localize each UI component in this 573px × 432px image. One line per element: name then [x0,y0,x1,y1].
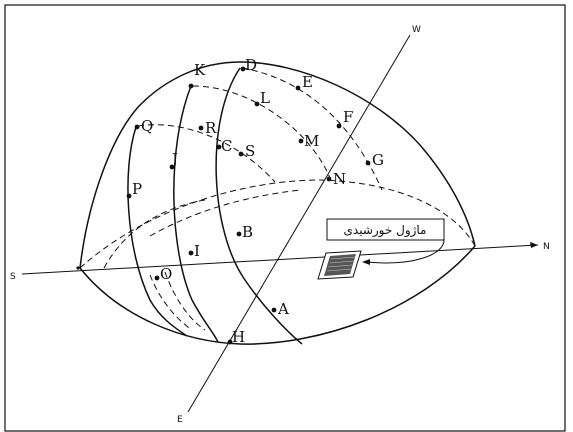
label-b: B [242,223,253,241]
point-c [216,144,222,150]
label-h: H [232,328,245,346]
point-n [326,176,332,182]
point-r [198,125,204,131]
label-d: D [245,56,257,74]
direction-east: E [177,415,183,425]
label-l: L [260,89,270,107]
label-q: Q [141,117,153,135]
point-m [298,138,304,144]
label-k: K [194,61,206,79]
arc-d-path [215,67,303,345]
direction-north: N [543,242,550,252]
label-m: M [304,132,319,150]
solar-module-icon [317,250,362,280]
horizon-point-south [76,266,80,270]
label-n: N [333,170,346,188]
point-k [188,83,194,89]
direction-west: W [412,25,421,35]
point-j [169,164,175,170]
module-label: ماژول خورشیدی [344,223,427,238]
point-b [236,231,242,237]
arc-lower-dashed [164,271,206,331]
horizon-back [79,179,476,269]
module-pointer-arrowhead [362,259,370,265]
point-l [254,101,260,107]
south-north-axis [21,244,539,275]
label-r: R [205,119,217,137]
module-pointer-line [367,237,445,264]
label-j: J [170,150,178,168]
point-i [188,250,194,256]
label-p: P [132,180,142,198]
arc-b-dashed [149,189,301,237]
label-c: C [221,137,232,155]
label-f: F [343,108,353,126]
label-g: G [372,151,384,169]
point-a [271,307,277,313]
point-o [154,275,160,281]
label-e: E [302,73,313,91]
frame-border [4,4,566,432]
arc-q-path [127,126,188,337]
point-h [227,339,233,345]
point-e [295,85,301,91]
east-west-axis [187,34,411,413]
label-i: I [194,242,200,260]
point-g [365,160,371,166]
horizon-front [79,245,476,345]
label-o: O [160,265,172,283]
point-f [336,123,342,129]
arc-i-dashed [103,199,206,269]
point-d [240,66,246,72]
point-q [134,124,140,130]
point-p [126,193,132,199]
module-label-box [326,218,445,241]
arc-k-l-dashed [192,85,331,179]
label-s: S [245,142,255,160]
arc-o-dashed [149,274,193,331]
arc-d-e-dashed [241,67,383,191]
point-s [238,151,244,157]
arc-k-path [173,85,219,343]
north-arrowhead [530,242,538,248]
label-a: A [277,300,289,318]
direction-south: S [10,272,16,282]
dome-outline [79,61,476,269]
